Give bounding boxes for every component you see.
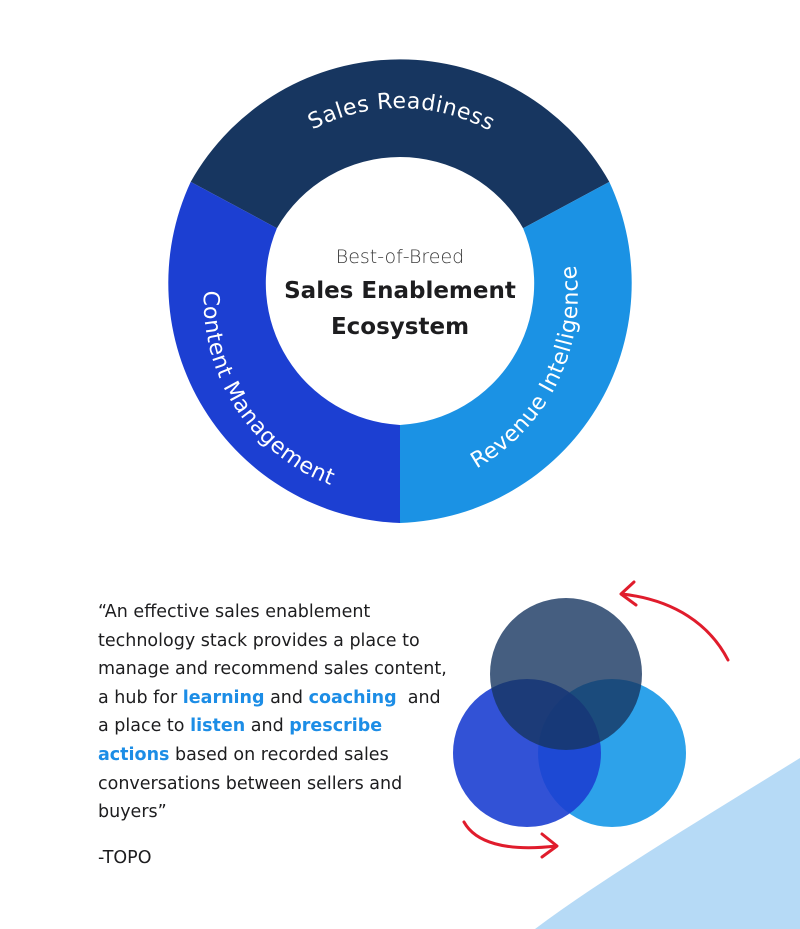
- arrow-bottom-curve: [462, 820, 558, 850]
- circle-navy: [490, 598, 642, 750]
- quote-part-2: and: [264, 687, 309, 708]
- quote-part-1: “An effective sales enablement technolog…: [98, 602, 447, 708]
- watercolor-wash: [535, 758, 800, 929]
- segment-sales-readiness: [190, 59, 610, 229]
- segment-content-management: [168, 181, 400, 523]
- quote-part-4: and: [245, 716, 290, 737]
- arrow-top-head: [619, 580, 638, 607]
- quote-part-5: based on recorded sales conversations be…: [98, 744, 403, 823]
- segment-revenue-intelligence: [400, 181, 632, 523]
- ecosystem-ring: [168, 59, 632, 523]
- quote-highlight-learning: learning: [182, 687, 265, 708]
- cycle-arrows: [462, 580, 730, 859]
- quote-highlight-prescribe-actions: prescribe actions: [98, 716, 383, 765]
- quote-highlight-listen: listen: [190, 716, 246, 737]
- quote-highlight-coaching: coaching: [308, 687, 397, 708]
- center-subtitle: Best-of-Breed: [336, 246, 464, 268]
- overlapping-circles: [453, 598, 686, 827]
- quote-part-3: and a place to: [98, 687, 447, 737]
- arrow-top-curve: [620, 592, 730, 662]
- center-title-line1: Sales Enablement: [284, 278, 516, 304]
- center-title-line2: Ecosystem: [331, 314, 469, 340]
- arrow-bottom-head: [540, 832, 559, 859]
- quote-text: “An effective sales enablement technolog…: [98, 598, 448, 827]
- quote-attribution: -TOPO: [98, 848, 152, 868]
